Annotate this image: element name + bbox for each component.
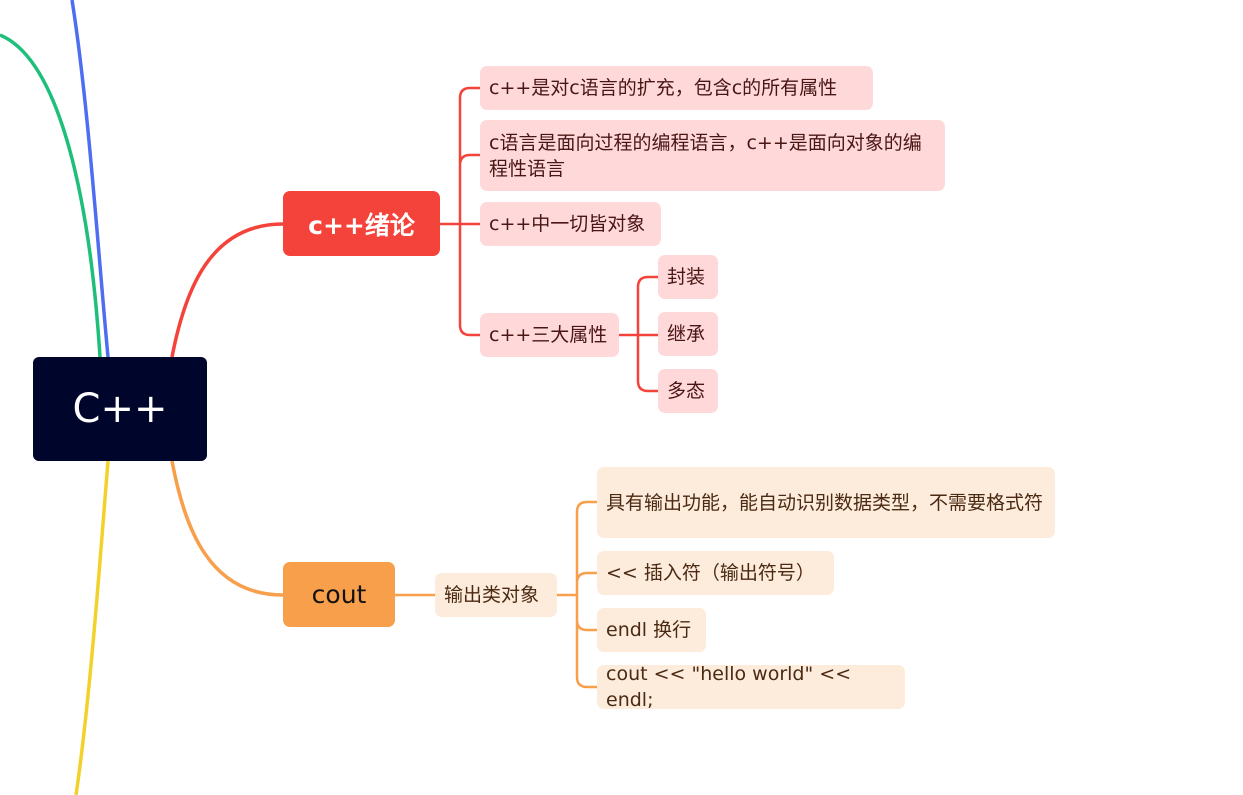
intro-item-2-label: c语言是面向过程的编程语言，c++是面向对象的编程性语言 [489,131,922,180]
topic-intro-label: c++绪论 [308,210,415,240]
intro-properties[interactable]: c++三大属性 [480,313,619,357]
intro-item-3-label: c++中一切皆对象 [489,213,646,235]
intro-item-2[interactable]: c语言是面向过程的编程语言，c++是面向对象的编程性语言 [480,120,945,191]
property-item-3[interactable]: 多态 [658,369,718,413]
cout-item-3[interactable]: endl 换行 [597,608,706,652]
intro-item-3[interactable]: c++中一切皆对象 [480,202,661,246]
property-item-1[interactable]: 封装 [658,255,718,299]
connector-yellow-branch [74,460,110,795]
cout-item-4-label: cout << "hello world" << endl; [606,663,852,711]
property-item-1-label: 封装 [667,266,706,288]
connector-root-cout [170,460,284,597]
cout-item-1-label: 具有输出功能，能自动识别数据类型，不需要格式符 [606,491,1044,514]
cout-item-4[interactable]: cout << "hello world" << endl; [597,663,905,711]
connector-green-branch [0,33,102,358]
property-item-2-label: 继承 [667,323,706,345]
root-node[interactable]: C++ [33,357,207,461]
root-label: C++ [72,386,168,432]
topic-intro[interactable]: c++绪论 [283,191,440,256]
connector-properties-bracket [619,275,658,393]
topic-cout-label: cout [311,580,367,609]
connector-blue-branch [70,0,110,358]
property-item-2[interactable]: 继承 [658,312,718,356]
connector-intro-bracket [440,86,480,337]
property-item-3-label: 多态 [667,380,706,402]
cout-item-2[interactable]: << 插入符（输出符号） [597,551,834,595]
cout-category-label: 输出类对象 [444,584,540,606]
cout-item-2-label: << 插入符（输出符号） [606,562,815,584]
cout-item-1[interactable]: 具有输出功能，能自动识别数据类型，不需要格式符 [597,467,1055,538]
intro-item-1-label: c++是对c语言的扩充，包含c的所有属性 [489,77,838,99]
intro-properties-label: c++三大属性 [489,324,608,346]
topic-cout[interactable]: cout [283,562,395,627]
connector-root-intro [170,222,284,358]
cout-item-3-label: endl 换行 [606,619,692,641]
cout-category[interactable]: 输出类对象 [435,573,557,617]
connector-category-bracket [557,500,597,689]
intro-item-1[interactable]: c++是对c语言的扩充，包含c的所有属性 [480,66,873,110]
